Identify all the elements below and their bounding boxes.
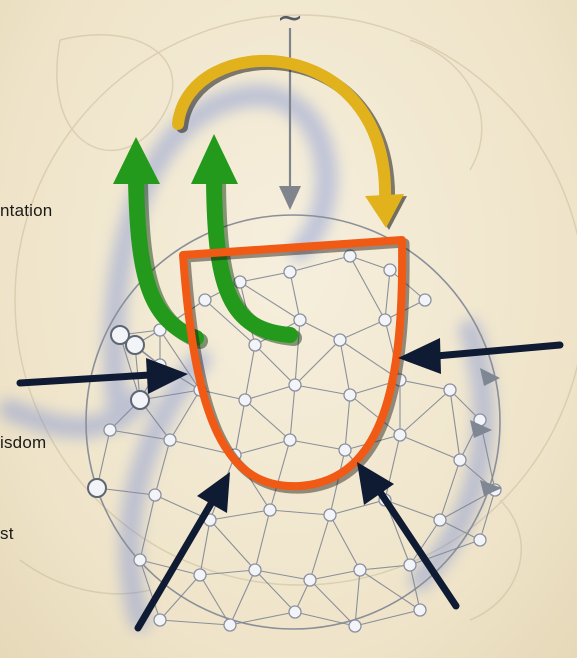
network-edge bbox=[210, 520, 255, 570]
network-edge bbox=[400, 390, 450, 435]
network-edge bbox=[290, 385, 295, 440]
network-edge bbox=[340, 340, 350, 395]
network-node bbox=[149, 489, 161, 501]
network-node bbox=[249, 564, 261, 576]
network-node bbox=[284, 434, 296, 446]
network-node bbox=[264, 504, 276, 516]
network-edge bbox=[255, 345, 295, 385]
network-node bbox=[289, 606, 301, 618]
network-node bbox=[474, 534, 486, 546]
network-node bbox=[131, 391, 149, 409]
network-node bbox=[194, 569, 206, 581]
network-node bbox=[404, 559, 416, 571]
network-node bbox=[454, 454, 466, 466]
network-node bbox=[384, 264, 396, 276]
network-edge bbox=[350, 256, 385, 320]
network-node bbox=[434, 514, 446, 526]
network-edge bbox=[235, 400, 245, 455]
network-node bbox=[419, 294, 431, 306]
network-node bbox=[134, 554, 146, 566]
network-node bbox=[339, 444, 351, 456]
left-label-1: ntation bbox=[0, 201, 52, 221]
network-edge bbox=[355, 610, 420, 626]
network-node bbox=[88, 479, 106, 497]
network-node bbox=[354, 564, 366, 576]
network-edge bbox=[255, 510, 270, 570]
network-node bbox=[289, 379, 301, 391]
network-node bbox=[379, 314, 391, 326]
network-node bbox=[344, 250, 356, 262]
network-edge bbox=[385, 435, 400, 500]
network-node bbox=[324, 509, 336, 521]
tilde-symbol: ~ bbox=[277, 0, 304, 36]
network-node bbox=[304, 574, 316, 586]
network-node bbox=[249, 339, 261, 351]
network-edge bbox=[245, 400, 290, 440]
network-node bbox=[394, 429, 406, 441]
network-edge bbox=[295, 385, 350, 395]
network-node bbox=[164, 434, 176, 446]
network-node bbox=[444, 384, 456, 396]
network-edge bbox=[400, 435, 460, 460]
left-label-3: st bbox=[0, 524, 14, 544]
network-edge bbox=[360, 565, 410, 570]
network-edge bbox=[330, 500, 385, 515]
network-edge bbox=[450, 390, 460, 460]
network-edge bbox=[230, 612, 295, 625]
network-edge bbox=[345, 395, 350, 450]
network-edge bbox=[270, 440, 290, 510]
network-edge bbox=[270, 510, 330, 515]
network-node bbox=[284, 266, 296, 278]
network-edge bbox=[310, 570, 360, 580]
network-edge bbox=[200, 575, 230, 625]
network-edge bbox=[235, 440, 290, 455]
network-node bbox=[414, 604, 426, 616]
network-edge bbox=[245, 385, 295, 400]
navy-arrow-bottom-right bbox=[357, 462, 456, 606]
network-node bbox=[239, 394, 251, 406]
network-node bbox=[224, 619, 236, 631]
network-node bbox=[154, 614, 166, 626]
network-edge bbox=[210, 510, 270, 520]
network-node bbox=[334, 334, 346, 346]
network-node bbox=[294, 314, 306, 326]
left-label-2: isdom bbox=[0, 433, 46, 453]
network-edge bbox=[310, 515, 330, 580]
network-edge bbox=[310, 580, 355, 626]
network-edge bbox=[400, 380, 450, 390]
network-edge bbox=[300, 320, 340, 340]
green-arrow-right bbox=[191, 134, 294, 338]
network-edge bbox=[340, 320, 385, 340]
network-edge bbox=[245, 345, 255, 400]
network-edge bbox=[230, 570, 255, 625]
network-edge bbox=[240, 272, 290, 282]
network-edge bbox=[290, 272, 300, 320]
network-edge bbox=[330, 515, 360, 570]
network-node bbox=[349, 620, 361, 632]
network-edge bbox=[200, 520, 210, 575]
network-edge bbox=[295, 340, 340, 385]
network-edge bbox=[200, 570, 255, 575]
network-node bbox=[126, 336, 144, 354]
network-edge bbox=[160, 620, 230, 625]
network-edge bbox=[385, 270, 390, 320]
network-edge bbox=[290, 440, 345, 450]
network-node bbox=[344, 389, 356, 401]
network-node bbox=[199, 294, 211, 306]
network-node bbox=[104, 424, 116, 436]
network-edge bbox=[295, 612, 355, 626]
